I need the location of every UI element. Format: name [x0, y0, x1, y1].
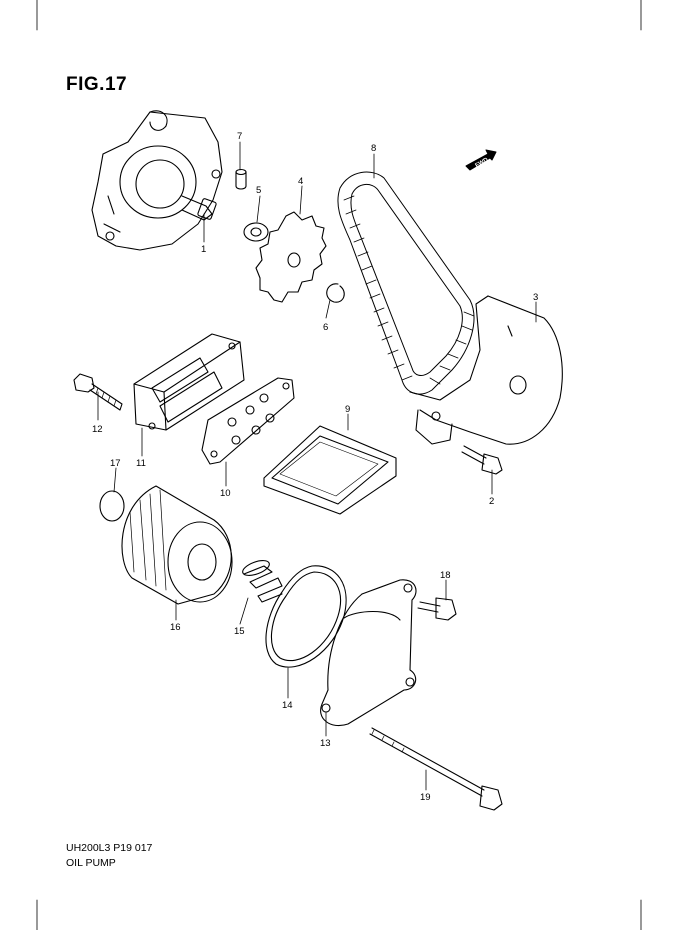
part-pin: [235, 168, 247, 190]
part-bolt-19: [369, 727, 503, 811]
callout-3: 3: [533, 292, 538, 303]
callout-15: 15: [234, 626, 245, 637]
callout-12: 12: [92, 424, 103, 435]
callout-2: 2: [489, 496, 494, 507]
callout-19: 19: [420, 792, 431, 803]
callout-13: 13: [320, 738, 331, 749]
crop-marks: [36, 0, 642, 930]
part-chain: [337, 171, 475, 395]
footer-name: OIL PUMP: [66, 857, 116, 869]
part-gasket: [201, 377, 295, 465]
callout-18: 18: [440, 570, 451, 581]
part-oil-filter: [121, 485, 233, 605]
part-strainer-cap: [133, 333, 245, 431]
fwd-arrow: [465, 149, 497, 171]
callout-5: 5: [256, 185, 261, 196]
callout-11: 11: [136, 458, 146, 469]
part-screen: [263, 425, 397, 515]
part-spring: [242, 560, 283, 603]
callout-14: 14: [282, 700, 293, 711]
callout-10: 10: [220, 488, 231, 499]
callout-6: 6: [323, 322, 328, 333]
footer-code: UH200L3 P19 017: [66, 842, 153, 854]
part-bolt-12: [73, 373, 123, 411]
callout-labels: 1 2 3 4 5 6 7 8 9 10 11 12 13 14 15 16 1…: [92, 131, 538, 803]
part-sprocket: [255, 211, 327, 303]
callout-16: 16: [170, 622, 181, 633]
callout-1: 1: [201, 244, 206, 255]
leader-lines: [97, 141, 537, 791]
callout-4: 4: [298, 176, 303, 187]
part-bolt-2: [461, 445, 503, 475]
part-washer: [243, 222, 269, 242]
part-chain-guide: [409, 295, 563, 445]
callout-7: 7: [237, 131, 242, 142]
part-filter-cap: [320, 579, 417, 726]
part-oil-pump-body: [91, 110, 223, 251]
part-bolt-18: [417, 597, 457, 621]
part-o-ring-14: [265, 565, 347, 668]
part-circlip: [326, 283, 345, 303]
part-o-ring-17: [99, 490, 125, 522]
callout-8: 8: [371, 143, 376, 154]
callout-17: 17: [110, 458, 121, 469]
callout-9: 9: [345, 404, 350, 415]
figure-title: FIG.17: [66, 74, 128, 95]
